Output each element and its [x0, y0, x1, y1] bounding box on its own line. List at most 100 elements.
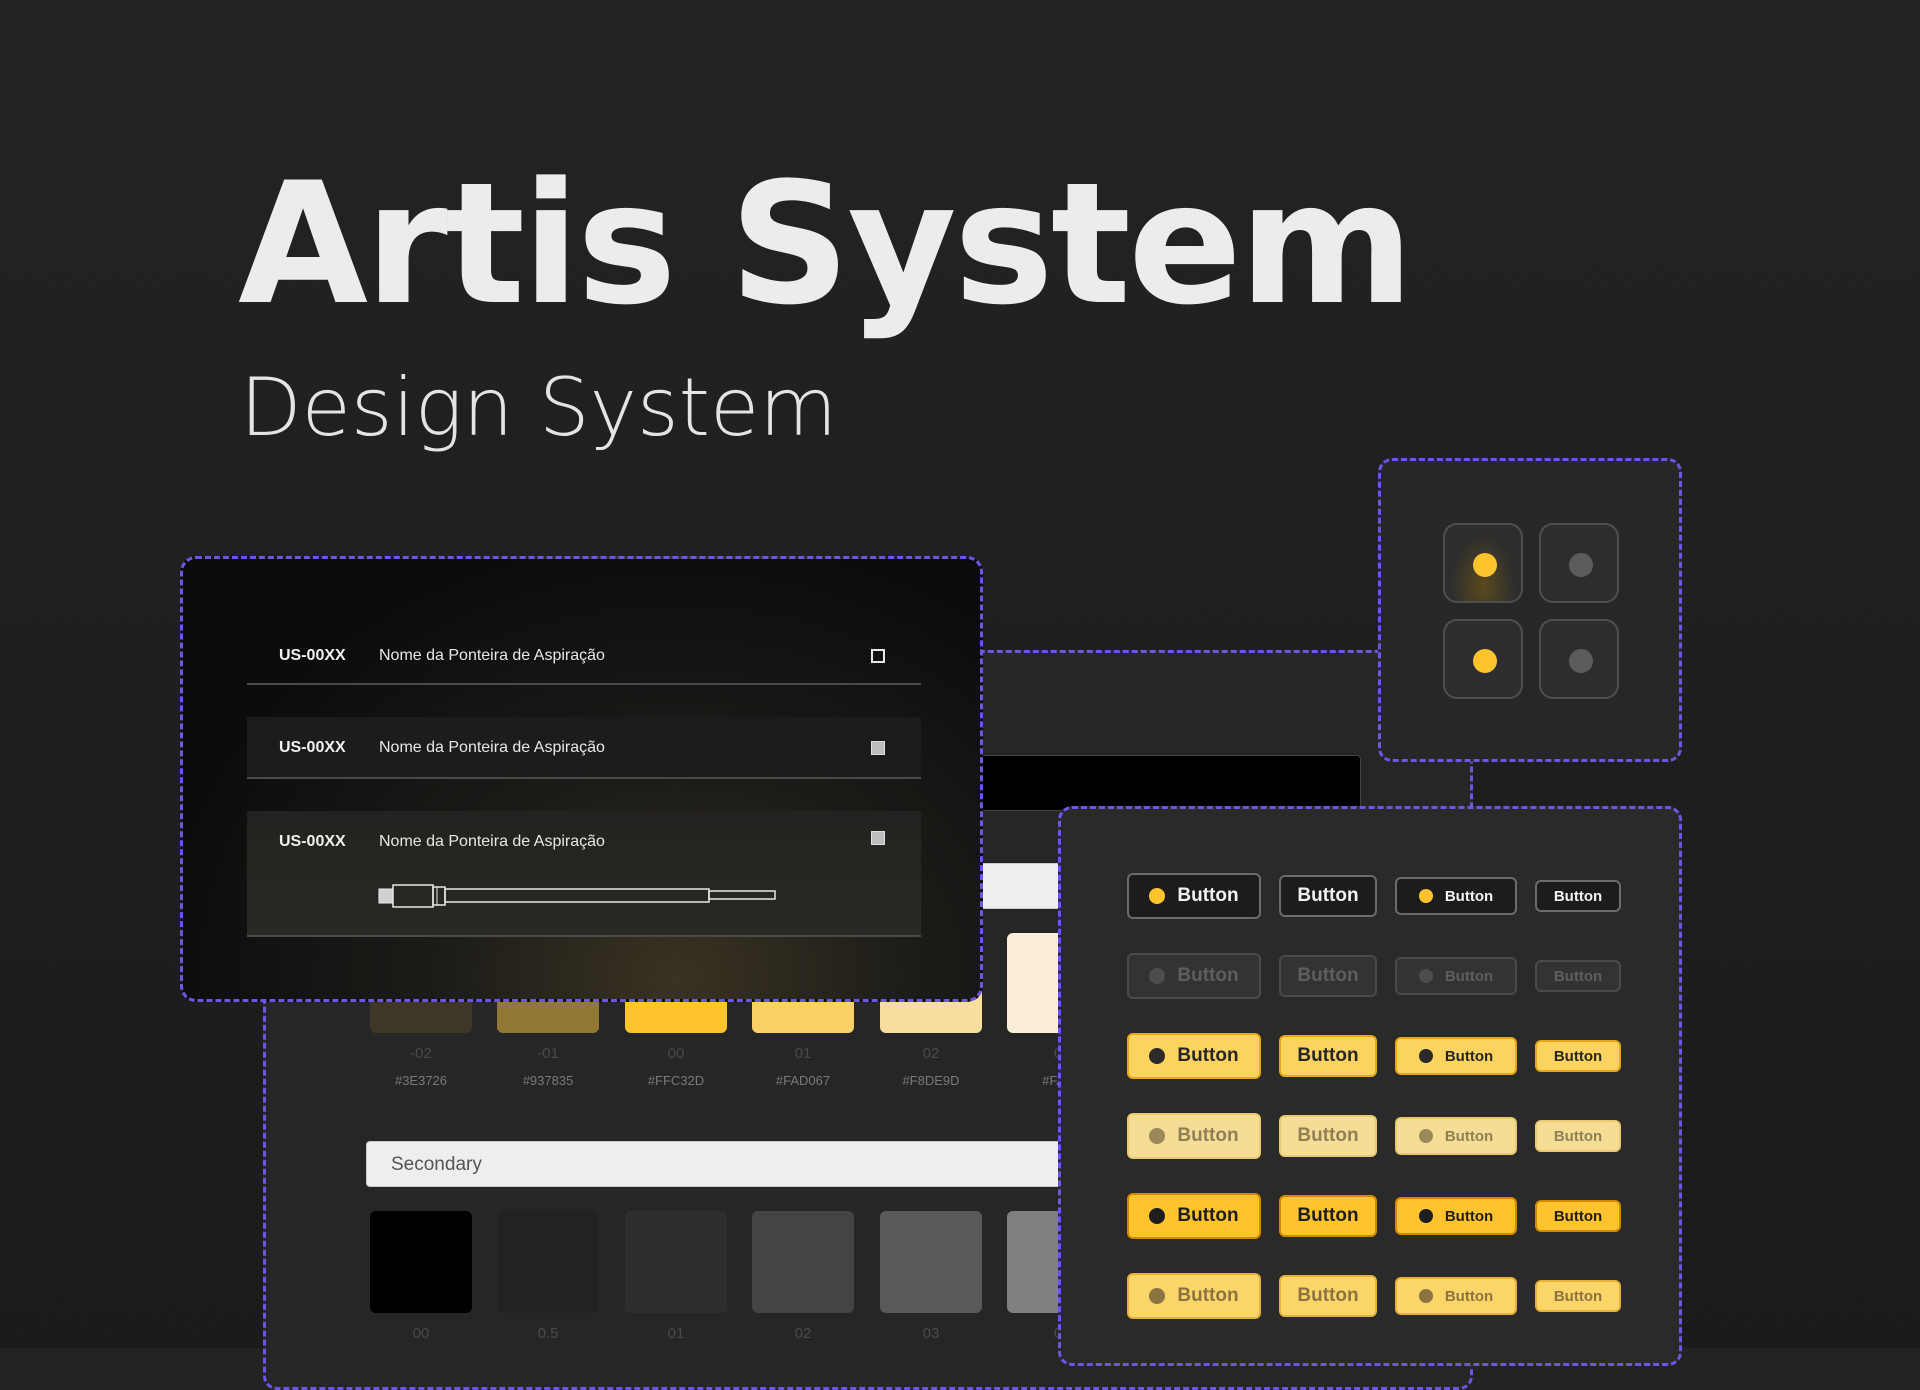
button-label: Button	[1444, 1207, 1494, 1225]
button-dot-icon	[1418, 1209, 1433, 1223]
button-label: Button	[1297, 1125, 1359, 1146]
button-label: Button	[1177, 885, 1239, 906]
button[interactable]: Button	[1535, 1280, 1621, 1312]
button-label: Button	[1177, 965, 1239, 986]
list-item[interactable]: US-00XX Nome da Ponteira de Aspiração	[247, 621, 921, 685]
button-label: Button	[1177, 1205, 1239, 1226]
color-swatch	[625, 1211, 727, 1313]
button[interactable]: Button	[1395, 957, 1517, 995]
toggle-on-glow[interactable]	[1443, 523, 1523, 603]
button[interactable]: Button	[1279, 875, 1377, 917]
page-title: Artis System	[238, 146, 1414, 342]
button-dot-icon	[1418, 889, 1433, 903]
button[interactable]: Button	[1535, 880, 1621, 912]
button[interactable]: Button	[1127, 1273, 1261, 1319]
toggle-indicator	[1569, 649, 1593, 673]
item-code: US-00XX	[279, 833, 346, 850]
swatch-step: 01	[794, 1045, 812, 1062]
button[interactable]: Button	[1535, 1120, 1621, 1152]
button-label: Button	[1297, 965, 1359, 986]
item-name: Nome da Ponteira de Aspiração	[379, 647, 605, 664]
button-label: Button	[1297, 1285, 1359, 1306]
swatch-hex: #3E3726	[394, 1073, 448, 1088]
color-swatch	[497, 1211, 599, 1313]
button[interactable]: Button	[1535, 960, 1621, 992]
swatch-step: -02	[410, 1045, 432, 1062]
swatch-step: 00	[412, 1325, 430, 1342]
button[interactable]: Button	[1395, 1197, 1517, 1235]
button[interactable]: Button	[1127, 1113, 1261, 1159]
button[interactable]: Button	[1535, 1040, 1621, 1072]
color-swatch	[880, 1211, 982, 1313]
aspiration-tip-image	[378, 884, 776, 908]
item-checkbox[interactable]	[871, 741, 885, 755]
button-label: Button	[1553, 967, 1603, 985]
button-label: Button	[1444, 887, 1494, 905]
toggle-indicator	[1473, 553, 1497, 577]
button[interactable]: Button	[1535, 1200, 1621, 1232]
button-label: Button	[1177, 1045, 1239, 1066]
toggle-off[interactable]	[1539, 619, 1619, 699]
swatch-step: 02	[794, 1325, 812, 1342]
toggle-indicator	[1569, 553, 1593, 577]
button-label: Button	[1297, 885, 1359, 906]
button[interactable]: Button	[1395, 1277, 1517, 1315]
swatch-step: 0.5	[537, 1325, 559, 1342]
button-label: Button	[1444, 1287, 1494, 1305]
button[interactable]: Button	[1395, 877, 1517, 915]
button[interactable]: Button	[1279, 1115, 1377, 1157]
list-item-expanded[interactable]: US-00XX Nome da Ponteira de Aspiração	[247, 811, 921, 937]
button-dot-icon	[1149, 888, 1166, 904]
button-label: Button	[1553, 1207, 1603, 1225]
button-dot-icon	[1418, 969, 1433, 983]
item-checkbox[interactable]	[871, 649, 885, 663]
swatch-step: 02	[922, 1045, 940, 1062]
button-label: Button	[1553, 887, 1603, 905]
button-label: Button	[1444, 1127, 1494, 1145]
button-label: Button	[1553, 1287, 1603, 1305]
button-label: Button	[1297, 1205, 1359, 1226]
page-subtitle: Design System	[240, 361, 838, 454]
button-dot-icon	[1149, 1048, 1166, 1064]
swatch-step: 03	[922, 1325, 940, 1342]
swatch-hex: #FFC32D	[647, 1073, 705, 1088]
button-label: Button	[1553, 1127, 1603, 1145]
swatch-hex: #937835	[522, 1073, 574, 1088]
toggle-indicator	[1473, 649, 1497, 673]
item-name: Nome da Ponteira de Aspiração	[379, 739, 605, 756]
button-dot-icon	[1418, 1129, 1433, 1143]
button[interactable]: Button	[1127, 953, 1261, 999]
item-code: US-00XX	[279, 739, 346, 756]
product-list-panel: US-00XX Nome da Ponteira de Aspiração US…	[180, 556, 983, 1002]
button-label: Button	[1297, 1045, 1359, 1066]
button[interactable]: Button	[1127, 873, 1261, 919]
button[interactable]: Button	[1127, 1033, 1261, 1079]
button[interactable]: Button	[1127, 1193, 1261, 1239]
swatch-step: 01	[667, 1325, 685, 1342]
button[interactable]: Button	[1279, 1275, 1377, 1317]
button-label: Button	[1444, 967, 1494, 985]
swatch-step: 00	[667, 1045, 685, 1062]
item-checkbox[interactable]	[871, 831, 885, 845]
swatch-step: -01	[537, 1045, 559, 1062]
button[interactable]: Button	[1279, 1195, 1377, 1237]
swatch-hex: #FAD067	[775, 1073, 831, 1088]
toggle-off[interactable]	[1539, 523, 1619, 603]
button-dot-icon	[1149, 1208, 1166, 1224]
color-swatch	[752, 1211, 854, 1313]
item-name: Nome da Ponteira de Aspiração	[379, 833, 605, 850]
item-code: US-00XX	[279, 647, 346, 664]
color-swatch	[370, 1211, 472, 1313]
list-item[interactable]: US-00XX Nome da Ponteira de Aspiração	[247, 717, 921, 779]
toggle-on[interactable]	[1443, 619, 1523, 699]
button-dot-icon	[1418, 1049, 1433, 1063]
button[interactable]: Button	[1395, 1117, 1517, 1155]
button-label: Button	[1177, 1125, 1239, 1146]
button[interactable]: Button	[1279, 955, 1377, 997]
button-label: Button	[1177, 1285, 1239, 1306]
button[interactable]: Button	[1395, 1037, 1517, 1075]
button-dot-icon	[1149, 968, 1166, 984]
button[interactable]: Button	[1279, 1035, 1377, 1077]
button-dot-icon	[1149, 1128, 1166, 1144]
